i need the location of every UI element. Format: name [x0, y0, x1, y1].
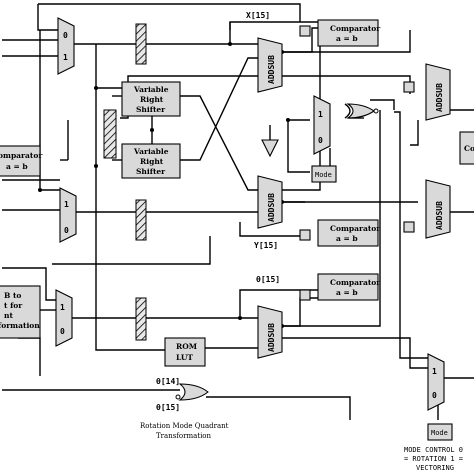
svg-text:1: 1 [60, 303, 65, 312]
svg-text:Shifter: Shifter [136, 167, 166, 176]
svg-text:ADDSUB: ADDSUB [267, 55, 276, 84]
addsub-right-middle: ADDSUB [425, 179, 451, 239]
svg-text:Right: Right [140, 157, 164, 166]
svg-text:a = b: a = b [6, 162, 28, 171]
or-gate [175, 383, 209, 401]
caption-line-1: Rotation Mode Quadrant [140, 422, 229, 430]
mode-control-line-2: = ROTATION 1 = [404, 455, 463, 463]
xor-gate [344, 103, 379, 119]
comparator-bottom: Comparator a = b [317, 273, 381, 301]
svg-text:0: 0 [60, 327, 65, 336]
buffer-triangle [261, 139, 279, 158]
svg-text:Co: Co [464, 144, 474, 153]
svg-text:ADDSUB: ADDSUB [435, 201, 444, 230]
svg-text:0: 0 [64, 226, 69, 235]
register-y [135, 199, 147, 241]
svg-text:1: 1 [64, 200, 69, 209]
svg-text:0: 0 [318, 136, 323, 145]
mode-box-bottom: Mode [427, 423, 453, 441]
register-x [135, 23, 147, 65]
mux-center: 1 0 [313, 95, 331, 155]
theta15-top-label: θ[15] [256, 275, 280, 284]
comparator-left: omparator a = b [0, 145, 43, 177]
shifter-top: Variable Right Shifter [121, 81, 181, 117]
svg-text:0: 0 [63, 31, 68, 40]
svg-text:0: 0 [432, 391, 437, 400]
svg-text:1: 1 [432, 367, 437, 376]
pipeline-registers [103, 23, 147, 341]
svg-text:Comparator: Comparator [330, 24, 381, 33]
register-shift [103, 109, 117, 159]
wires [2, 3, 474, 420]
svg-text:Mode: Mode [431, 429, 448, 437]
svg-text:1: 1 [63, 53, 68, 62]
svg-text:Variable: Variable [133, 85, 169, 94]
svg-text:a = b: a = b [336, 234, 358, 243]
svg-text:Shifter: Shifter [136, 105, 166, 114]
svg-text:Right: Right [140, 95, 164, 104]
svg-text:Comparator: Comparator [330, 224, 381, 233]
comparator-mid: Comparator a = b [317, 219, 381, 247]
shifter-bottom: Variable Right Shifter [121, 143, 181, 179]
svg-text:B to: B to [4, 291, 21, 300]
svg-text:Variable: Variable [133, 147, 169, 156]
addsub-top: ADDSUB [257, 37, 283, 93]
svg-text:1: 1 [318, 110, 323, 119]
addsub-right-top: ADDSUB [425, 63, 451, 121]
bit-selectors [299, 25, 415, 301]
theta15-bottom-label: θ[15] [156, 403, 180, 412]
y15-label: Y[15] [254, 241, 278, 250]
addsub-middle: ADDSUB [257, 175, 283, 229]
mode-control-line-1: MODE CONTROL 0 [404, 446, 463, 454]
caption-line-2: Transformation [156, 432, 212, 440]
svg-text:ADDSUB: ADDSUB [267, 193, 276, 222]
svg-text:a = b: a = b [336, 34, 358, 43]
quadrant-box-left: B to t for nt formation [0, 285, 41, 339]
svg-text:omparator: omparator [0, 151, 43, 160]
register-theta [135, 297, 147, 341]
svg-text:a = b: a = b [336, 288, 358, 297]
mux-mid-left: 1 0 [59, 187, 77, 243]
mode-control-line-3: VECTORING [416, 464, 454, 472]
comparator-right-partial: Co [459, 131, 474, 165]
theta14-label: θ[14] [156, 377, 180, 386]
svg-text:LUT: LUT [176, 353, 193, 362]
x15-label: X[15] [246, 11, 270, 20]
mux-top-left: 0 1 [57, 17, 75, 75]
mux-bottom-left: 1 0 [55, 289, 73, 347]
svg-text:Comparator: Comparator [330, 278, 381, 287]
addsub-bottom: ADDSUB [257, 305, 283, 359]
comparator-top: Comparator a = b [317, 19, 381, 47]
mode-box-center: Mode [311, 165, 337, 183]
svg-text:nt: nt [4, 311, 13, 320]
svg-text:ROM: ROM [176, 342, 197, 351]
svg-text:ADDSUB: ADDSUB [267, 323, 276, 352]
svg-text:formation: formation [0, 321, 40, 330]
rom-lut: ROM LUT [164, 337, 206, 367]
mux-bottom-right: 1 0 [427, 353, 445, 411]
svg-text:t for: t for [4, 301, 23, 310]
svg-text:ADDSUB: ADDSUB [435, 83, 444, 112]
svg-text:Mode: Mode [315, 171, 332, 179]
